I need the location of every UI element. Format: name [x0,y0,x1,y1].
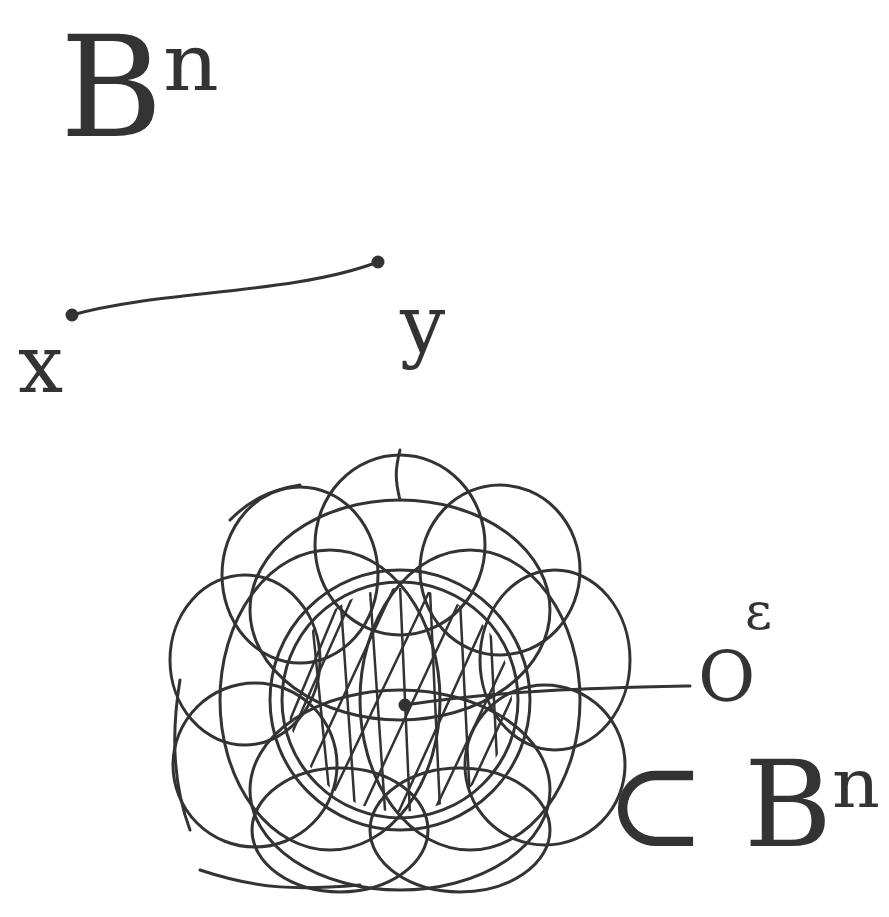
leader-line [405,686,690,705]
point-y [373,257,383,267]
superscript-label: ε [745,585,772,637]
subset-label: ⊂ Bⁿ [605,745,884,865]
neighborhood-circle [282,582,518,818]
point-label: x [18,325,63,405]
scribble-loops [170,450,630,892]
space-label: Bⁿ [60,18,223,158]
point-label: y [400,285,445,365]
path-curve [72,262,378,315]
hatching [280,575,520,820]
set-label: O [698,642,755,712]
point-x [67,310,77,320]
neighborhood-circle [270,570,530,830]
